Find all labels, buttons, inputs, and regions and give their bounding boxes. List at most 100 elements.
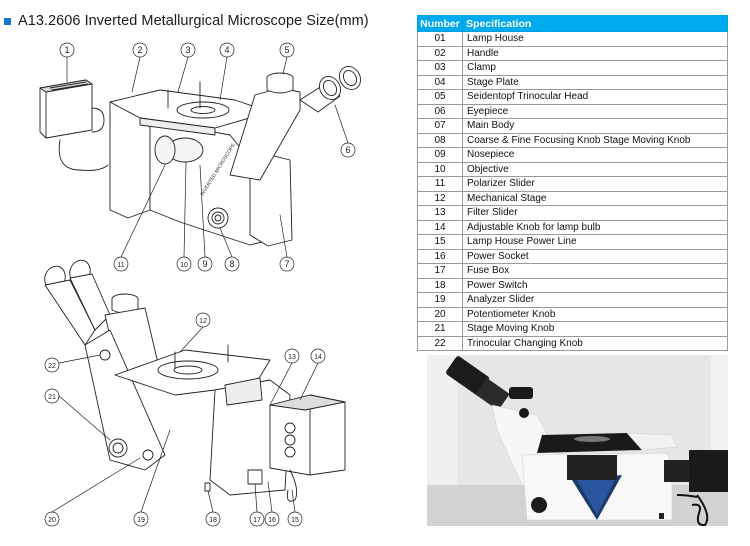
row-specification: Adjustable Knob for lamp bulb (462, 219, 728, 235)
callout-10: 10 (180, 262, 188, 269)
eyepiece-drawing (299, 66, 361, 113)
lamp-house-drawing (39, 79, 105, 139)
callout-9: 9 (202, 259, 207, 269)
row-number: 01 (417, 31, 463, 47)
row-number: 13 (417, 205, 463, 221)
row-specification: Main Body (462, 118, 728, 134)
column-header-specification: Specification (462, 15, 728, 32)
callout-11: 11 (117, 262, 124, 269)
row-specification: Seidentopf Trinocular Head (462, 89, 728, 105)
row-number: 06 (417, 103, 463, 119)
callout-22: 22 (48, 363, 56, 370)
lower-callouts: 12 13 14 15 16 17 18 19 20 21 22 (44, 312, 326, 527)
row-number: 20 (417, 306, 463, 322)
callout-8: 8 (229, 259, 234, 269)
row-number: 19 (417, 292, 463, 308)
callout-13: 13 (288, 354, 296, 361)
table-header-row: Number Specification (417, 15, 728, 32)
row-specification: Stage Plate (462, 74, 728, 90)
lower-view-drawing (44, 259, 346, 502)
column-header-number: Number (417, 15, 463, 32)
row-specification: Eyepiece (462, 103, 728, 119)
callout-16: 16 (268, 517, 276, 524)
row-specification: Potentiometer Knob (462, 306, 728, 322)
row-number: 14 (417, 219, 463, 235)
photo-eyepiece (446, 356, 510, 411)
callout-6: 6 (345, 145, 350, 155)
page-header: A13.2606 Inverted Metallurgical Microsco… (4, 13, 369, 29)
row-number: 07 (417, 118, 463, 134)
row-number: 10 (417, 161, 463, 177)
callout-12: 12 (199, 318, 207, 325)
row-number: 08 (417, 132, 463, 148)
callout-17: 17 (253, 517, 261, 524)
callout-3: 3 (185, 45, 190, 55)
microscope-diagram: INVERTED MICROSCOPE 1 2 3 4 5 6 7 8 (0, 30, 410, 546)
row-number: 04 (417, 74, 463, 90)
callout-1: 1 (64, 45, 69, 55)
row-specification: Filter Slider (462, 205, 728, 221)
callout-7: 7 (284, 259, 289, 269)
row-specification: Power Socket (462, 248, 728, 264)
row-specification: Objective (462, 161, 728, 177)
callout-4: 4 (224, 45, 229, 55)
row-number: 16 (417, 248, 463, 264)
page-title: A13.2606 Inverted Metallurgical Microsco… (18, 13, 369, 29)
row-number: 12 (417, 190, 463, 206)
callout-18: 18 (209, 517, 217, 524)
row-specification: Fuse Box (462, 263, 728, 279)
callout-5: 5 (284, 45, 289, 55)
row-specification: Power Switch (462, 277, 728, 293)
row-specification: Polarizer Slider (462, 176, 728, 192)
row-number: 15 (417, 234, 463, 250)
upper-callouts: 1 2 3 4 5 6 7 8 9 10 11 (59, 42, 356, 272)
callout-19: 19 (137, 517, 145, 524)
upper-view-drawing: INVERTED MICROSCOPE (39, 66, 361, 247)
row-number: 17 (417, 263, 463, 279)
row-number: 18 (417, 277, 463, 293)
row-specification: Mechanical Stage (462, 190, 728, 206)
title-bullet-icon (4, 17, 11, 25)
row-number: 21 (417, 321, 463, 337)
row-specification: Nosepiece (462, 147, 728, 163)
row-specification: Trinocular Changing Knob (462, 335, 728, 351)
microscope-photo (427, 355, 728, 526)
row-specification: Lamp House (462, 31, 728, 47)
callout-20: 20 (48, 517, 56, 524)
row-number: 09 (417, 147, 463, 163)
row-number: 22 (417, 335, 463, 351)
row-number: 05 (417, 89, 463, 105)
row-number: 02 (417, 45, 463, 61)
callout-21: 21 (48, 394, 56, 401)
row-specification: Clamp (462, 60, 728, 76)
row-specification: Analyzer Slider (462, 292, 728, 308)
callout-2: 2 (137, 45, 142, 55)
row-specification: Stage Moving Knob (462, 321, 728, 337)
callout-15: 15 (291, 517, 299, 524)
row-number: 03 (417, 60, 463, 76)
callout-14: 14 (314, 354, 322, 361)
row-number: 11 (417, 176, 463, 192)
